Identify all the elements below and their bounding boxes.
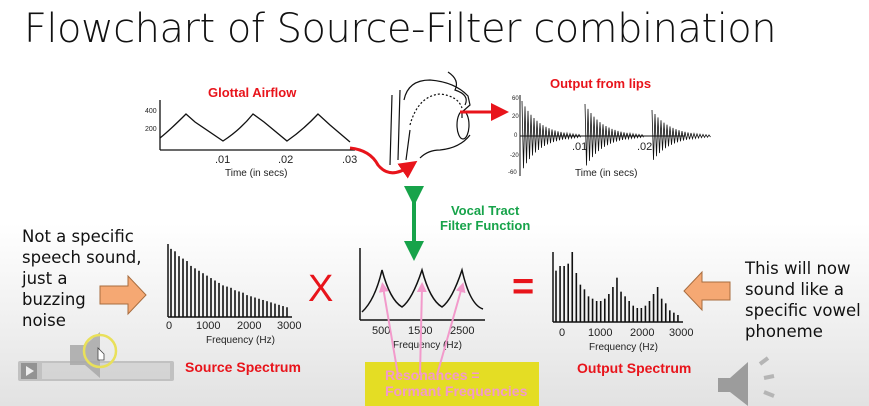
filter-label-line: Vocal Tract — [450, 203, 520, 218]
source-spectrum-caption: Source Spectrum — [185, 359, 301, 375]
output-xtick: 2000 — [630, 327, 655, 339]
note-line: speech sound, — [22, 248, 142, 267]
glottal-airflow-label: Glottal Airflow — [208, 85, 297, 100]
glottal-xtick: .01 — [215, 154, 231, 166]
resonance-box: Resonances = Formant Frequencies — [365, 362, 539, 406]
slide-title: Flowchart of Source-Filter combination — [23, 6, 777, 52]
lips-xtick: .02 — [637, 141, 653, 153]
resonance-line: Formant Frequencies — [385, 383, 528, 399]
airflow-to-tract-arrow — [349, 146, 418, 179]
source-spectrum-chart — [167, 244, 292, 318]
output-xtick: 1000 — [588, 327, 613, 339]
output-xtick: 3000 — [669, 327, 694, 339]
right-arrow-icon — [99, 274, 147, 316]
vocal-tract-filter-label: Vocal Tract Filter Function — [440, 203, 530, 233]
note-line: just a — [22, 269, 68, 288]
play-icon — [26, 366, 34, 376]
left-note: Not a specific speech sound, just a buzz… — [22, 226, 141, 331]
lips-xlabel: Time (in secs) — [575, 168, 638, 179]
output-xlabel: Frequency (Hz) — [589, 342, 658, 353]
output-spectrum-caption: Output Spectrum — [577, 360, 692, 376]
lips-xtick: .01 — [572, 141, 588, 153]
note-line: phoneme — [745, 322, 823, 341]
output-spectrum-chart — [552, 252, 683, 323]
note-line: Not a specific — [22, 227, 134, 246]
glottal-curve — [159, 113, 351, 143]
right-note: This will now sound like a specific vowe… — [745, 258, 861, 342]
glottal-xtick: .02 — [278, 154, 294, 166]
output-xtick: 0 — [559, 327, 566, 339]
note-line: noise — [22, 311, 66, 330]
cursor-highlight — [82, 333, 118, 369]
output-lips-label: Output from lips — [550, 76, 652, 91]
glottal-ytick: 200 — [145, 126, 157, 133]
lips-ytick: 60 — [512, 96, 519, 102]
filter-xlabel: Frequency (Hz) — [393, 340, 462, 351]
equals-sign: = — [512, 266, 535, 308]
lips-ytick: 0 — [514, 133, 518, 139]
note-line: specific vowel — [745, 301, 861, 320]
filter-xtick: 2500 — [450, 325, 475, 337]
filter-xtick: 500 — [372, 325, 391, 337]
resonance-line: Resonances = — [385, 367, 480, 383]
left-arrow-icon — [683, 270, 731, 312]
play-button[interactable] — [21, 363, 37, 379]
note-line: sound like a — [745, 280, 844, 299]
source-xlabel: Frequency (Hz) — [206, 335, 275, 346]
vocal-tract-sketch — [389, 71, 471, 166]
hand-cursor-icon — [97, 347, 105, 361]
source-xtick: 1000 — [196, 320, 221, 332]
glottal-waveform — [159, 100, 355, 151]
resonance-arrows — [378, 282, 466, 376]
seek-bar[interactable] — [42, 363, 170, 379]
glottal-xtick: .03 — [342, 154, 358, 166]
filter-function-chart — [359, 248, 485, 321]
lips-waveform — [519, 95, 711, 176]
filter-label-line: Filter Function — [440, 218, 531, 233]
resonance-text: Resonances = Formant Frequencies — [365, 362, 539, 399]
lips-ytick: -60 — [508, 170, 517, 176]
note-line: buzzing — [22, 290, 86, 309]
audio-speaker-icon[interactable] — [60, 330, 130, 390]
glottal-ytick: 400 — [145, 108, 157, 115]
speaker-icon — [718, 356, 775, 406]
glottal-xlabel: Time (in secs) — [225, 168, 288, 179]
source-xtick: 0 — [166, 320, 173, 332]
lips-ytick: 20 — [512, 114, 519, 120]
source-xtick: 3000 — [277, 320, 302, 332]
filter-curve — [361, 267, 484, 313]
multiply-sign: X — [308, 268, 334, 310]
lips-wave-trace — [521, 100, 711, 169]
source-xtick: 2000 — [237, 320, 262, 332]
note-line: This will now — [745, 259, 851, 278]
lips-ytick: -20 — [510, 153, 519, 159]
